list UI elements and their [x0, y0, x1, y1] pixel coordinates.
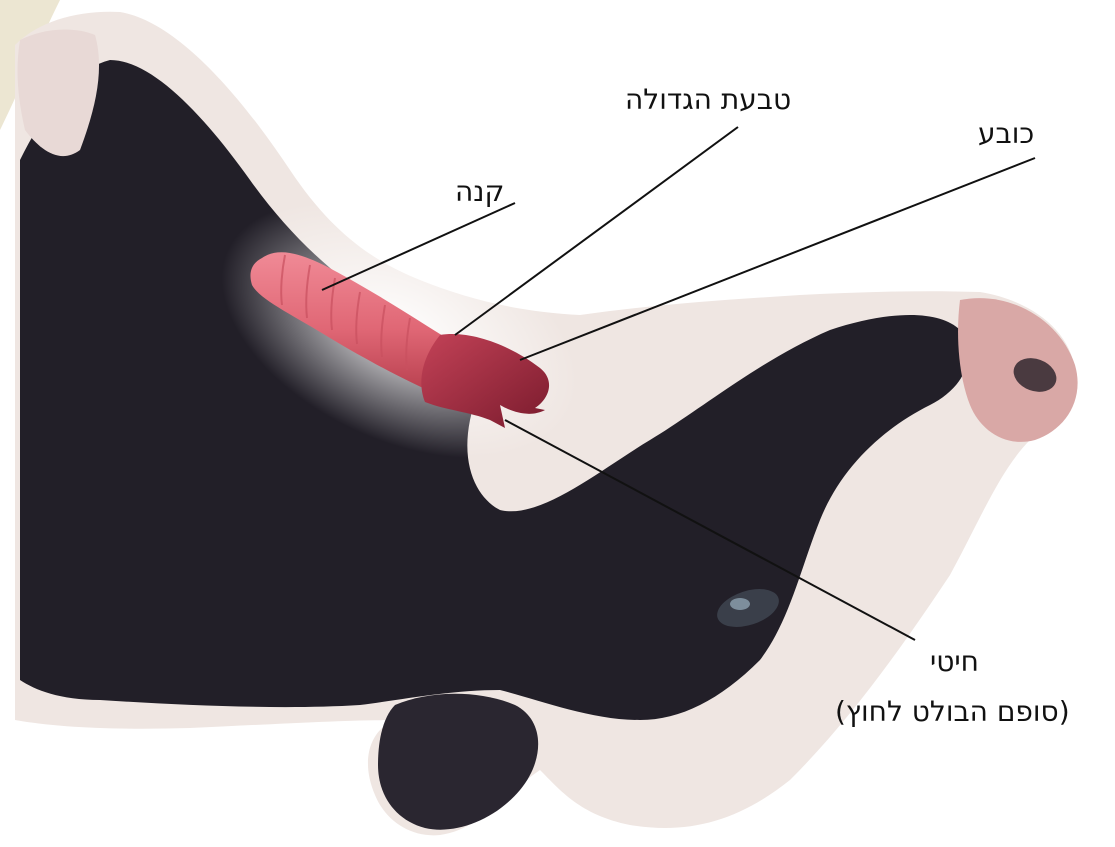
eye-highlight — [730, 598, 750, 610]
label-large-ring: טבעת הגדולה — [625, 86, 791, 114]
label-trachea: קנה — [455, 178, 504, 206]
label-wheat: חיטי — [930, 648, 979, 676]
label-wheat-note: (סופם הבולט לחוץ) — [835, 698, 1070, 726]
label-hat: כובע — [978, 120, 1034, 148]
cow-ear — [378, 694, 538, 830]
